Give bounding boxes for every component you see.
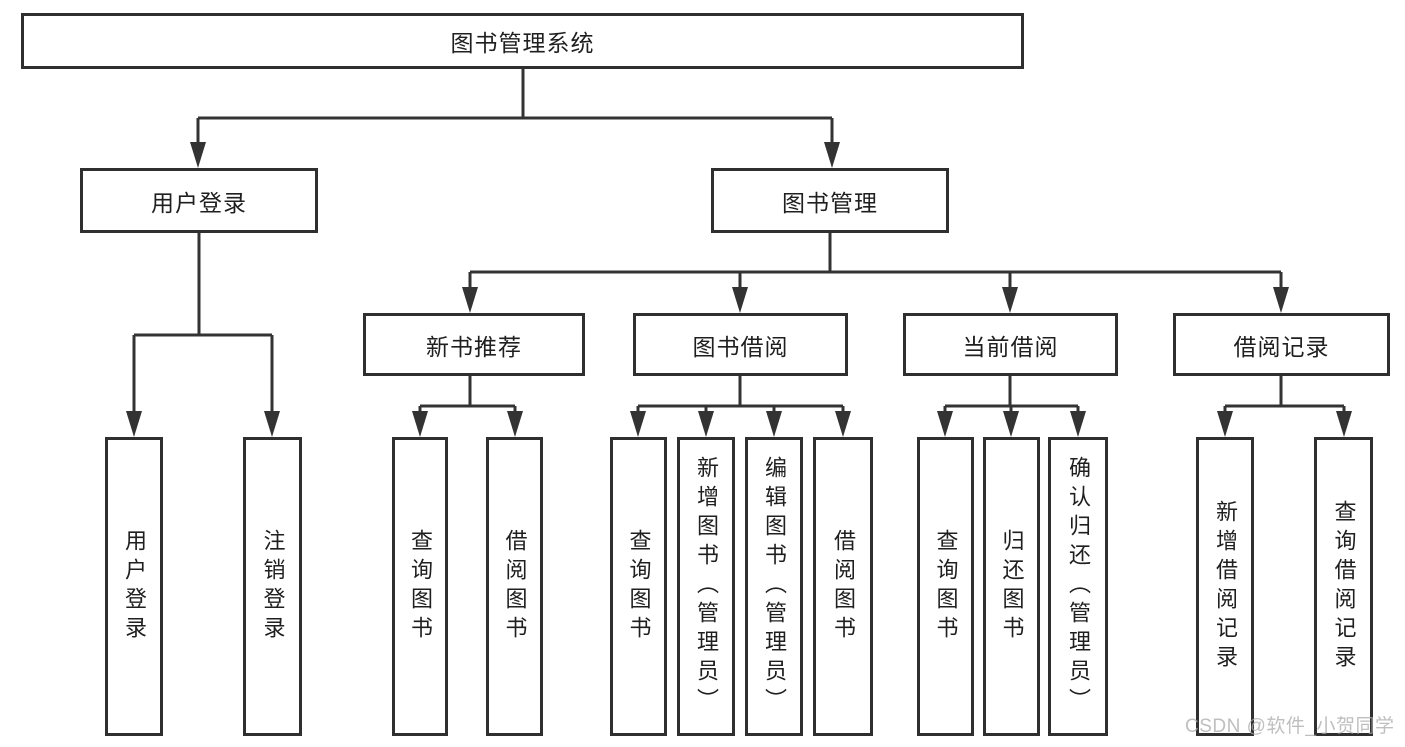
node-label: 借阅图书 [831, 528, 856, 645]
node-borrow-records: 借阅记录 [1173, 313, 1390, 376]
node-new-book-recommend: 新书推荐 [363, 313, 585, 376]
node-label: 新书推荐 [426, 333, 522, 360]
node-label: 用户登录 [122, 528, 147, 645]
node-label: 借阅记录 [1233, 333, 1330, 360]
leaf-query-book-1: 查询图书 [392, 437, 448, 736]
connector-user-login-children [126, 233, 280, 437]
node-label: 归还图书 [999, 528, 1025, 645]
leaf-edit-book-admin: 编辑图书（管理员） [745, 437, 803, 736]
node-label: 图书管理系统 [450, 30, 595, 56]
node-book-management: 图书管理 [711, 168, 949, 233]
leaf-query-book-2: 查询图书 [610, 437, 667, 736]
node-library-management-system: 图书管理系统 [21, 13, 1024, 69]
csdn-watermark: CSDN @软件_小贺同学 [1185, 716, 1395, 737]
node-user-login: 用户登录 [80, 168, 318, 233]
node-label: 用户登录 [151, 189, 247, 216]
node-label: 查询借阅记录 [1331, 499, 1357, 674]
connector-book-borrow-children [630, 376, 851, 437]
node-label: 图书管理 [782, 189, 878, 216]
node-label: 编辑图书（管理员） [762, 456, 787, 717]
leaf-confirm-return-admin: 确认归还（管理员） [1048, 437, 1108, 736]
node-current-borrow: 当前借阅 [903, 313, 1118, 376]
connector-current-borrow-children [937, 376, 1086, 437]
node-label: 当前借阅 [962, 333, 1059, 360]
leaf-borrow-book-2: 借阅图书 [813, 437, 873, 736]
connector-new-book-children [412, 376, 523, 437]
node-label: 查询图书 [933, 528, 959, 645]
node-label: 借阅图书 [502, 528, 528, 645]
node-book-borrow: 图书借阅 [633, 313, 848, 376]
node-label: 查询图书 [408, 528, 433, 645]
node-label: 注销登录 [260, 528, 286, 645]
leaf-user-login: 用户登录 [105, 437, 163, 736]
connector-borrow-records-children [1217, 376, 1352, 437]
leaf-return-book: 归还图书 [983, 437, 1040, 736]
leaf-borrow-book-1: 借阅图书 [486, 437, 543, 736]
leaf-add-book-admin: 新增图书（管理员） [677, 437, 735, 736]
leaf-add-borrow-record: 新增借阅记录 [1196, 437, 1254, 736]
connector-root-to-level2 [190, 69, 840, 168]
connector-book-management-to-level3 [462, 233, 1289, 313]
node-label: 新增图书（管理员） [694, 456, 719, 717]
leaf-query-borrow-record: 查询借阅记录 [1314, 437, 1373, 736]
node-label: 查询图书 [626, 528, 652, 645]
leaf-query-book-3: 查询图书 [917, 437, 974, 736]
node-label: 图书借阅 [692, 333, 789, 360]
node-label: 新增借阅记录 [1213, 499, 1238, 674]
leaf-logout: 注销登录 [243, 437, 302, 736]
node-label: 确认归还（管理员） [1066, 456, 1091, 717]
